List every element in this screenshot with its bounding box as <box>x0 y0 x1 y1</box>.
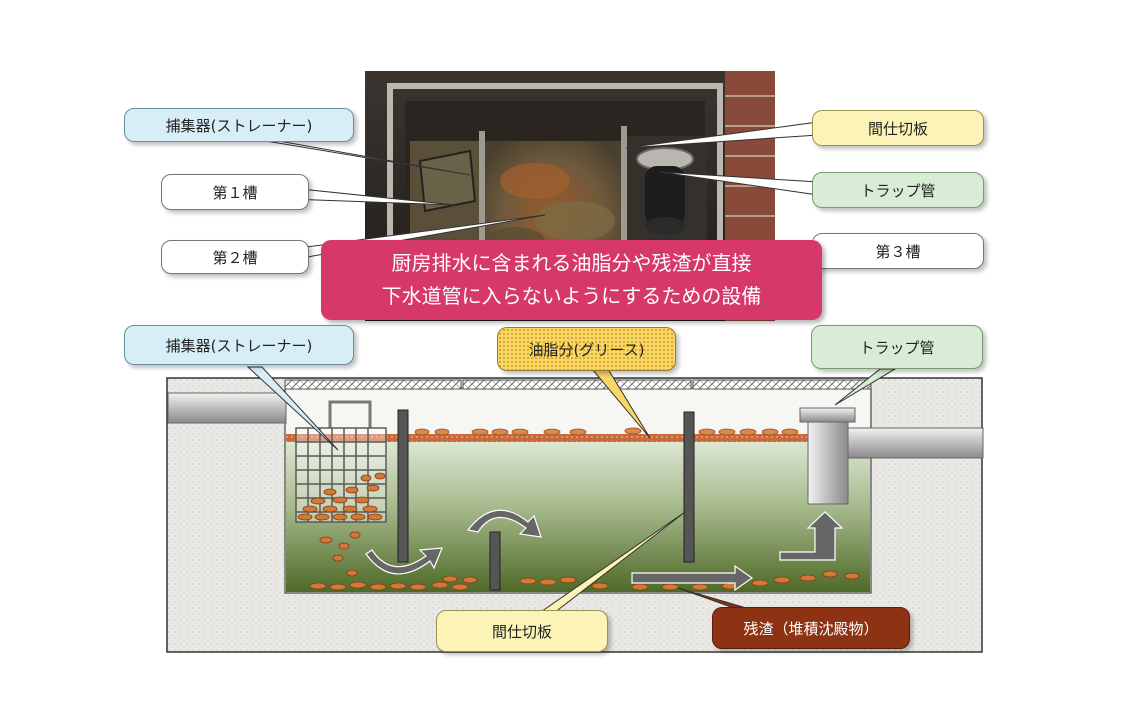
diagram-strainer-label: 捕集器(ストレーナー) <box>124 325 354 365</box>
banner-line-1: 厨房排水に含まれる油脂分や残渣が直接 <box>391 251 752 275</box>
photo-tank1-label: 第１槽 <box>161 174 309 210</box>
diagram-trap-pipe-label: トラップ管 <box>811 325 983 369</box>
photo-strainer-text: 捕集器(ストレーナー) <box>165 116 313 135</box>
photo-trap-pipe-text: トラップ管 <box>860 181 936 200</box>
diagram-grease-text: 油脂分(グリース) <box>528 340 645 359</box>
banner-line-2: 下水道管に入らないようにするための設備 <box>381 284 762 308</box>
photo-tank1-text: 第１槽 <box>212 183 258 202</box>
photo-tank2-label: 第２槽 <box>161 240 309 274</box>
photo-tank3-text: 第３槽 <box>875 242 921 261</box>
diagram-partition-label: 間仕切板 <box>436 610 608 652</box>
photo-tank2-text: 第２槽 <box>212 248 258 267</box>
diagram-grease-label: 油脂分(グリース) <box>497 327 676 371</box>
photo-trap-pipe-label: トラップ管 <box>812 172 984 208</box>
photo-strainer-label: 捕集器(ストレーナー) <box>124 108 354 142</box>
photo-tank3-label: 第３槽 <box>812 233 984 269</box>
photo-partition-label: 間仕切板 <box>812 110 984 146</box>
photo-partition-text: 間仕切板 <box>867 119 928 138</box>
diagram-trap-pipe-text: トラップ管 <box>859 338 935 357</box>
diagram-strainer-text: 捕集器(ストレーナー) <box>165 336 313 355</box>
description-banner: 厨房排水に含まれる油脂分や残渣が直接 下水道管に入らないようにするための設備 <box>321 240 822 320</box>
diagram-sediment-label: 残渣（堆積沈殿物） <box>712 607 910 649</box>
diagram-partition-text: 間仕切板 <box>491 622 552 641</box>
diagram-sediment-text: 残渣（堆積沈殿物） <box>743 619 879 638</box>
